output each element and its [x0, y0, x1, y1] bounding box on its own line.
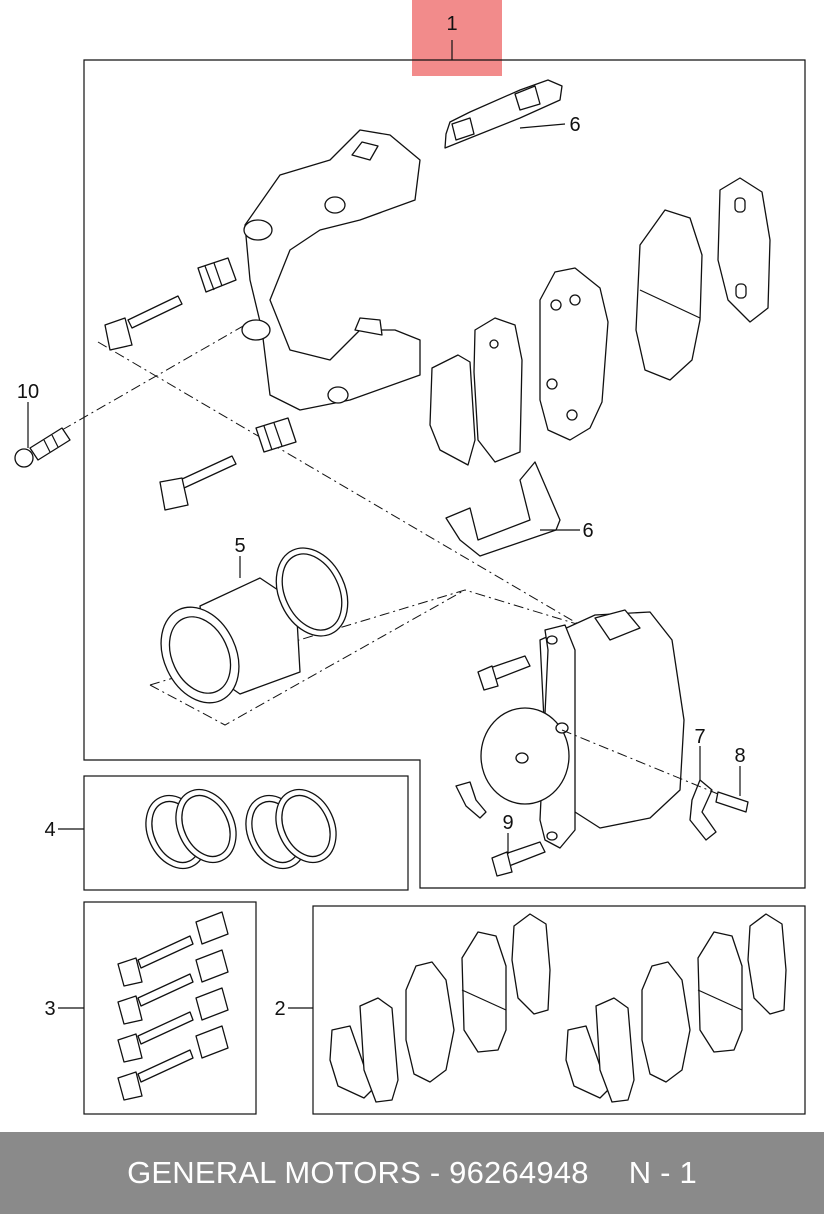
brake-pad-shim-a: [429, 317, 523, 466]
caliper-piston: [160, 547, 349, 704]
callout-4: 4: [44, 819, 55, 841]
guide-pin-upper: [104, 257, 237, 351]
brake-pad-inner: [539, 267, 609, 441]
callout-2: 2: [274, 998, 285, 1020]
brand-part-number: GENERAL MOTORS - 96264948: [127, 1155, 589, 1190]
main-assembly-frame: [83, 59, 806, 889]
quantity-label: N - 1: [628, 1155, 697, 1190]
anti-rattle-clip-bottom: [445, 461, 561, 557]
caliper-housing: [480, 609, 685, 849]
callout-7: 7: [694, 726, 705, 748]
callout-1: 1: [446, 13, 457, 35]
hose-banjo: [455, 781, 487, 819]
guide-pin-set: [117, 911, 229, 1101]
callout-10: 10: [17, 381, 39, 403]
brake-pad-shim-b: [717, 177, 771, 323]
brake-caliper-exploded-diagram: 1 2 3 4 5 6 6 7 8 9 10: [14, 0, 806, 1115]
pad-kit-frame: [312, 905, 806, 1115]
pin-kit-frame: [83, 901, 257, 1115]
brake-pad-outer: [635, 209, 703, 381]
callout-9: 9: [502, 812, 513, 834]
callout-1-highlight: [412, 0, 502, 76]
seal-ring-pair-left: [145, 788, 237, 870]
part-number-footer: GENERAL MOTORS - 96264948 N - 1: [0, 1132, 824, 1214]
guide-pin-lower: [159, 417, 297, 511]
pad-set-left: [329, 913, 551, 1103]
housing-bolt-upper: [477, 655, 531, 691]
bleeder-screw: [715, 791, 749, 813]
seal-ring-pair-right: [245, 788, 337, 870]
housing-bolt-lower: [491, 841, 546, 877]
callout-6-bottom: 6: [582, 520, 593, 542]
anti-rattle-clip-top: [444, 79, 563, 149]
callout-6-top: 6: [569, 114, 580, 136]
guide-bolt: [14, 427, 71, 468]
callout-5: 5: [234, 535, 245, 557]
assembly-axis-line: [97, 341, 581, 626]
callout-8: 8: [734, 745, 745, 767]
caliper-carrier-bracket: [241, 129, 421, 411]
callout-3: 3: [44, 998, 55, 1020]
pad-set-right: [565, 913, 787, 1103]
bleeder-cap: [689, 779, 717, 841]
seal-kit-frame: [83, 775, 409, 891]
